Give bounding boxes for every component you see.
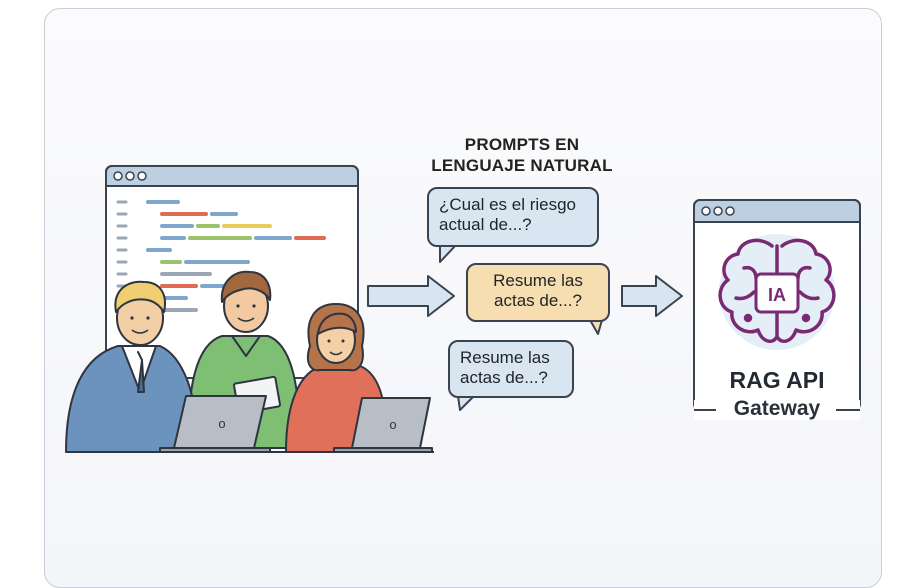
prompt-text: actual de...? — [439, 215, 532, 234]
window-dot-icon — [725, 206, 735, 216]
window-dot-icon — [713, 206, 723, 216]
prompt-bubble: ¿Cual es el riesgo actual de...? — [427, 187, 599, 247]
diagram-artwork: o o IA — [65, 165, 861, 453]
window-dot-icon — [137, 171, 147, 181]
prompt-text: ¿Cual es el riesgo — [439, 195, 577, 214]
person-blonde — [65, 280, 199, 453]
diagram-heading: PROMPTS EN LENGUAJE NATURAL — [402, 134, 642, 176]
arrow-right-icon — [621, 275, 683, 317]
laptop-logo-left: o — [218, 416, 225, 431]
prompt-text: Resume las — [460, 348, 550, 367]
prompt-text: Resume las — [493, 271, 583, 290]
gateway-subtitle: Gateway — [733, 397, 821, 420]
window-dot-icon — [113, 171, 123, 181]
code-window — [105, 165, 359, 379]
brain-icon — [718, 238, 836, 344]
gateway-title: RAG API — [729, 367, 825, 393]
bubble-tail — [439, 244, 457, 263]
heading-line: PROMPTS EN — [464, 135, 580, 154]
laptop-logo-right: o — [389, 417, 396, 432]
prompt-bubble: Resume las actas de...? — [448, 340, 574, 398]
arrow-right-icon — [367, 275, 455, 317]
bubble-tail — [589, 319, 603, 335]
window-dot-icon — [701, 206, 711, 216]
window-dot-icon — [125, 171, 135, 181]
prompt-bubble-highlighted: Resume las actas de...? — [466, 263, 610, 322]
bubble-tail — [457, 395, 475, 411]
chip-label: IA — [768, 285, 786, 305]
heading-line: LENGUAJE NATURAL — [431, 156, 613, 175]
prompt-text: actas de...? — [460, 368, 548, 387]
prompt-text: actas de...? — [494, 291, 582, 310]
